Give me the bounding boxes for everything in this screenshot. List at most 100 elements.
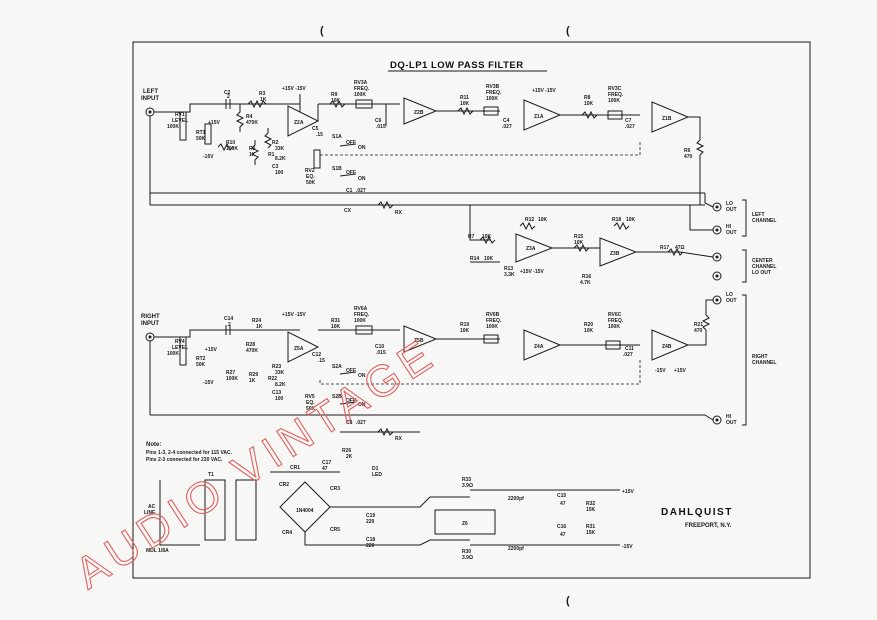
svg-text:470: 470	[694, 328, 703, 334]
svg-text:10K: 10K	[460, 101, 470, 107]
rectifier-plus-wire	[330, 496, 470, 508]
c5-value: .15	[316, 132, 323, 138]
svg-text:2K: 2K	[346, 454, 353, 460]
svg-text:Z5A: Z5A	[294, 346, 304, 352]
s1b-switch	[339, 173, 357, 177]
svg-text:10K: 10K	[331, 324, 341, 330]
svg-text:2200pf: 2200pf	[508, 546, 524, 552]
svg-text:-15V: -15V	[203, 380, 214, 386]
z5a-opamp	[287, 331, 320, 363]
s1a-off: OFF	[346, 140, 356, 146]
svg-text:R26: R26	[342, 448, 351, 454]
c17-label: C17	[322, 460, 331, 466]
svg-text:RX: RX	[395, 436, 403, 442]
svg-text:10K: 10K	[331, 98, 341, 104]
left-channel-label-2: CHANNEL	[752, 218, 776, 224]
t1-primary	[204, 479, 226, 541]
c19-value: 220	[366, 519, 375, 525]
z2b-opamp	[403, 97, 438, 125]
s2b-switch	[339, 401, 357, 405]
r23-value: 33K	[275, 370, 285, 376]
svg-text:R20: R20	[584, 322, 593, 328]
rv6b-potentiometer	[483, 334, 499, 344]
svg-text:R2: R2	[272, 140, 279, 146]
z4b-opamp	[651, 329, 690, 361]
r21-resistor	[701, 299, 713, 331]
svg-text:FREQ.: FREQ.	[608, 92, 624, 98]
ac-line-wire	[159, 480, 200, 546]
r26-value: 2K	[346, 454, 353, 460]
center-lo-out-jack-2[interactable]	[712, 271, 722, 281]
cr5-label: CR5	[330, 527, 340, 533]
r14-label: R14	[470, 256, 479, 262]
svg-text:3.9Ω: 3.9Ω	[462, 555, 473, 561]
r12-label: R12	[525, 217, 534, 223]
r17-value: 47Ω	[675, 245, 685, 251]
svg-text:50K: 50K	[306, 406, 316, 412]
svg-text:HI: HI	[726, 414, 732, 420]
svg-text:100K: 100K	[226, 146, 238, 152]
svg-text:S2A: S2A	[332, 364, 342, 370]
svg-text:Z4A: Z4A	[534, 344, 544, 350]
rv6a-freq: FREQ.	[354, 312, 370, 318]
rv2-eq: EQ.	[306, 174, 315, 180]
svg-text:10K: 10K	[460, 328, 470, 334]
svg-text:C1: C1	[346, 188, 353, 194]
svg-text:LEFT: LEFT	[143, 89, 158, 95]
r30-label: R30	[462, 549, 471, 555]
svg-text:.015: .015	[376, 124, 386, 130]
svg-text:50K: 50K	[196, 136, 206, 142]
r20-label: R20	[584, 322, 593, 328]
svg-text:OFF: OFF	[346, 140, 356, 146]
svg-text:R24: R24	[252, 318, 261, 324]
r22-label: R22	[268, 376, 277, 382]
svg-text:10K: 10K	[484, 256, 494, 262]
svg-text:C7: C7	[625, 118, 632, 124]
rv2-potentiometer	[313, 149, 321, 169]
left-lo-wire	[704, 193, 714, 208]
c14-label: C14	[224, 316, 233, 322]
svg-text:CENTER: CENTER	[752, 258, 773, 264]
c13-value: 100	[275, 396, 284, 402]
svg-text:10K: 10K	[626, 217, 636, 223]
left-input-jack-pin	[148, 110, 152, 114]
svg-text:R4: R4	[246, 114, 253, 120]
svg-text:3.3K: 3.3K	[504, 272, 515, 278]
z2b-label: Z2B	[414, 110, 424, 116]
svg-text:8.2K: 8.2K	[275, 156, 286, 162]
r29-value: 1K	[249, 378, 256, 384]
right-lo-out-jack[interactable]	[712, 295, 722, 305]
svg-text:10K: 10K	[584, 328, 594, 334]
s2a-switch	[339, 371, 357, 375]
r21-label: R21	[694, 322, 703, 328]
r15-label: R15	[574, 234, 583, 240]
svg-text:FREQ.: FREQ.	[354, 312, 370, 318]
c1-label: C1	[346, 188, 353, 194]
svg-text:47: 47	[322, 466, 328, 472]
svg-text:C13: C13	[272, 390, 281, 396]
svg-text:CR3: CR3	[330, 486, 340, 492]
svg-text:LEVEL: LEVEL	[172, 345, 188, 351]
center-lo-out-jack-1[interactable]	[712, 252, 722, 262]
svg-text:47Ω: 47Ω	[675, 245, 685, 251]
svg-text:R1: R1	[268, 152, 275, 158]
svg-text:47: 47	[560, 501, 566, 507]
svg-text:CHANNEL: CHANNEL	[752, 264, 776, 270]
svg-text:ON: ON	[358, 402, 366, 408]
left-channel-label: LEFT	[752, 212, 765, 218]
r3-value: 1K	[260, 97, 267, 103]
z5a-supply: +15V -15V	[282, 312, 306, 318]
cap-top-value: 2200pf	[508, 496, 524, 502]
svg-text:Pins 2-3 connected for 230 VAC: Pins 2-3 connected for 230 VAC.	[146, 457, 223, 463]
rv3b-potentiometer	[483, 106, 499, 116]
svg-text:Z3A: Z3A	[526, 246, 536, 252]
r18-value: 10K	[626, 217, 636, 223]
rt2-plus-supply: +15V	[205, 347, 217, 353]
r21-value: 470	[694, 328, 703, 334]
svg-text:R3: R3	[259, 91, 266, 97]
r4-label: R4	[246, 114, 253, 120]
r31-supply-label: R31	[586, 524, 595, 530]
cr1-label: CR1	[290, 465, 300, 471]
notes-heading: Note:	[146, 442, 161, 448]
schematic-title: DQ-LP1 LOW PASS FILTER	[390, 60, 524, 71]
